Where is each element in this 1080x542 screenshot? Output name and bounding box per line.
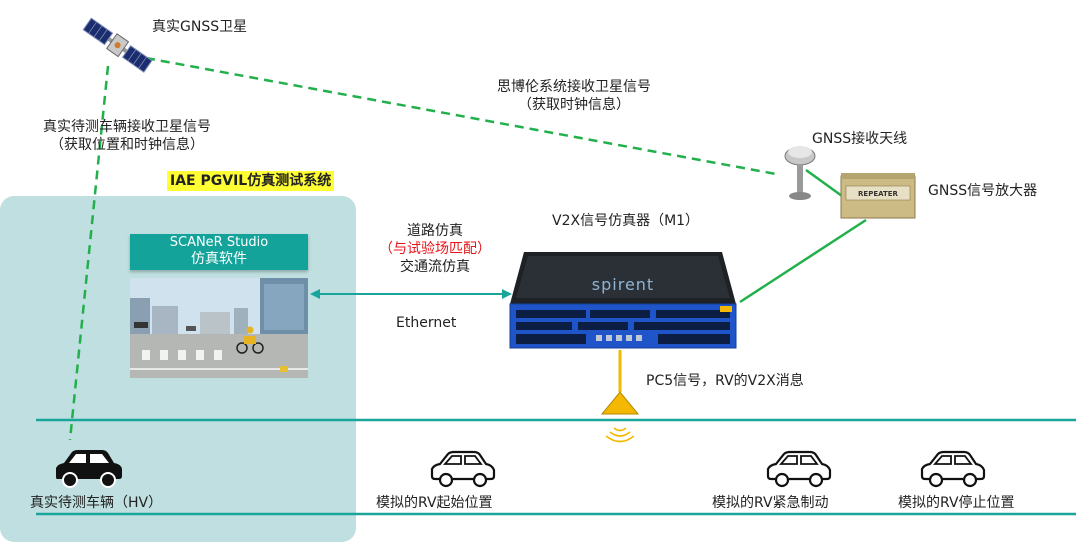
amplifier-to-spirent — [739, 218, 867, 304]
antenna-to-amplifier — [805, 168, 843, 198]
simulation-scene-image — [130, 278, 308, 378]
link-text: 道路仿真 （与试验场匹配） 交通流仿真 — [360, 222, 510, 276]
pc5-label: PC5信号，RV的V2X消息 — [646, 373, 804, 389]
rv-start-car-icon — [430, 450, 496, 488]
spirent-device-icon: spirent — [509, 252, 737, 349]
ethernet-arrow-head-right — [502, 289, 512, 299]
hv-signal-line2: （获取位置和时钟信息） — [50, 137, 204, 153]
scaner-line2: 仿真软件 — [191, 251, 247, 267]
rv-stop-label: 模拟的RV停止位置 — [898, 495, 1015, 511]
scaner-studio-box: SCANeR Studio 仿真软件 — [130, 234, 308, 270]
antenna-icon — [784, 146, 816, 200]
rv-stop-car-icon — [920, 450, 986, 488]
link-line2: （与试验场匹配） — [379, 241, 491, 257]
antenna-label: GNSS接收天线 — [812, 131, 908, 147]
amplifier-label: GNSS信号放大器 — [928, 183, 1038, 199]
v2x-simulator-label: V2X信号仿真器（M1） — [552, 213, 700, 229]
hv-label: 真实待测车辆（HV） — [30, 495, 163, 511]
ethernet-label: Ethernet — [396, 315, 457, 331]
signal-icon — [605, 427, 635, 443]
spirent-brand: spirent — [592, 275, 654, 294]
amplifier-icon: REPEATER — [840, 173, 916, 219]
hv-car-icon — [56, 450, 122, 488]
spirent-signal-text: 思博伦系统接收卫星信号 （获取时钟信息） — [476, 78, 672, 114]
spirent-signal-line1: 思博伦系统接收卫星信号 — [497, 79, 651, 95]
satellite-icon — [82, 17, 153, 73]
rv-brake-car-icon — [766, 450, 832, 488]
satellite-label: 真实GNSS卫星 — [152, 19, 248, 35]
link-line3: 交通流仿真 — [400, 259, 470, 275]
sat-to-hv-dashed — [68, 65, 110, 441]
sat-to-antenna-dashed — [145, 56, 777, 176]
scaner-line1: SCANeR Studio — [169, 235, 269, 250]
rv-start-label: 模拟的RV起始位置 — [376, 495, 493, 511]
pc5-triangle-icon — [600, 391, 640, 415]
link-line1: 道路仿真 — [407, 223, 463, 239]
hv-signal-text: 真实待测车辆接收卫星信号 （获取位置和时钟信息） — [22, 118, 232, 154]
spirent-signal-line2: （获取时钟信息） — [518, 97, 630, 113]
ethernet-arrow-head-left — [310, 289, 320, 299]
rv-brake-label: 模拟的RV紧急制动 — [712, 495, 829, 511]
system-title: IAE PGVIL仿真测试系统 — [167, 171, 335, 191]
amplifier-plate-text: REPEATER — [858, 190, 899, 198]
hv-signal-line1: 真实待测车辆接收卫星信号 — [43, 119, 211, 135]
